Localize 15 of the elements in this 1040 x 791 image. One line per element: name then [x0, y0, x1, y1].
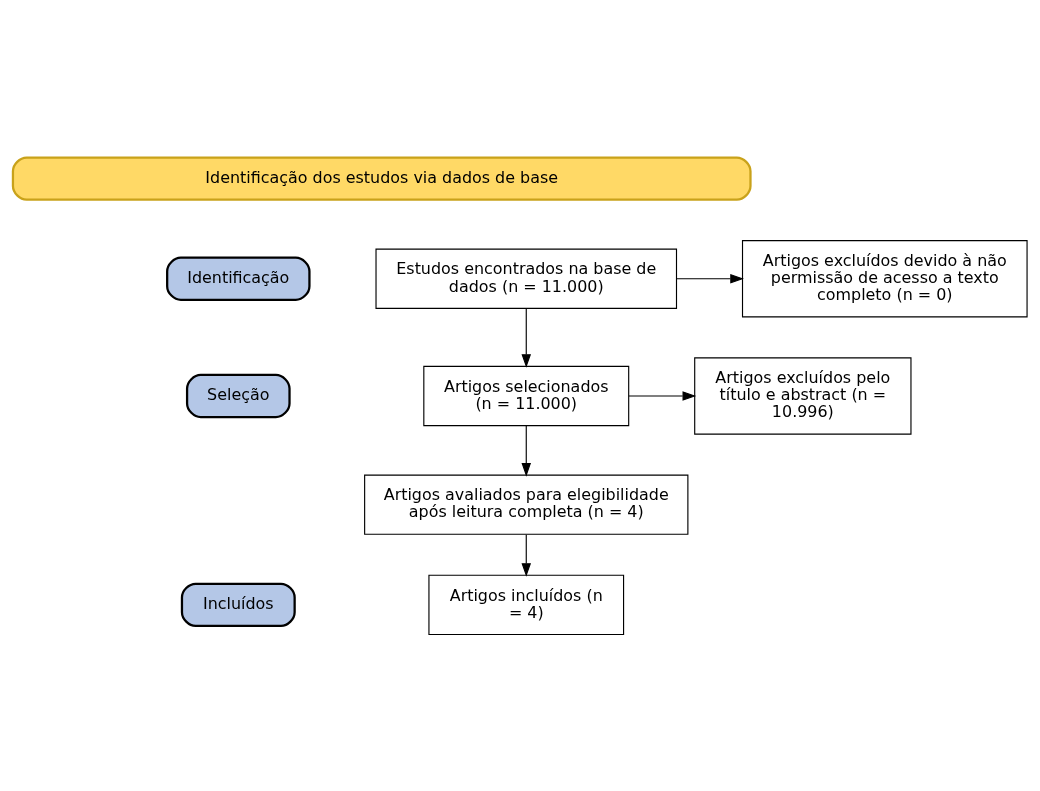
node-box: Seleção — [185, 373, 291, 418]
node-box: Identificação — [166, 256, 311, 301]
node-box: Artigos incluídos (n = 4) — [428, 574, 625, 635]
arrow — [521, 424, 532, 477]
node-box: Artigos selecionados (n = 11.000) — [423, 365, 630, 426]
arrow — [521, 307, 532, 368]
arrow — [521, 533, 532, 577]
node-box: Identificação dos estudos via dados de base — [11, 155, 752, 201]
node-box: Artigos excluídos devido à não permissão de acesso a texto completo (n = 0) — [741, 239, 1028, 317]
node-box: Artigos avaliados para elegibilidade após leitura completa (n = 4) — [364, 474, 689, 535]
arrow — [628, 390, 697, 401]
node-box: Estudos encontrados na base de dados (n = 11.000) — [375, 248, 678, 309]
node-box: Incluídos — [180, 582, 296, 627]
arrow — [676, 273, 744, 284]
node-box: Artigos excluídos pelo título e abstract (n = 10.996) — [694, 356, 912, 435]
